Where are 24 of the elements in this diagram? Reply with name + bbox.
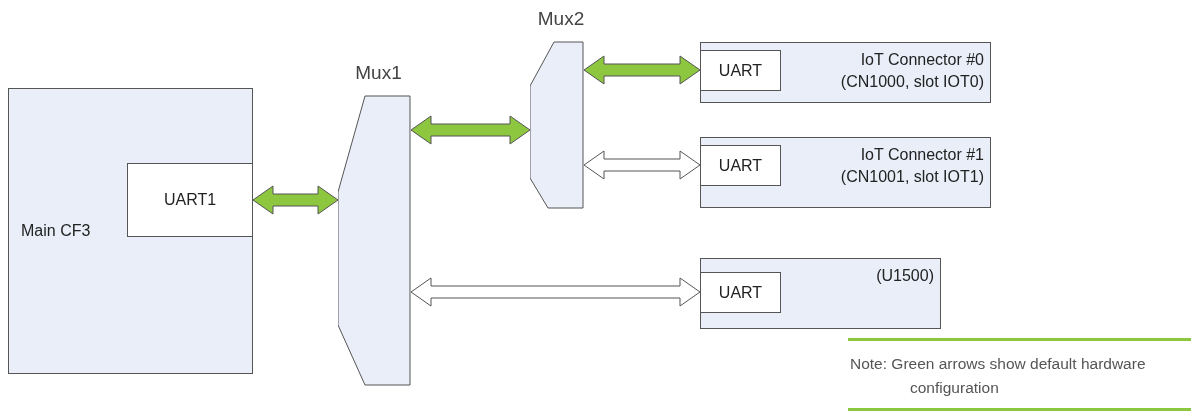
uart-box <box>700 272 781 313</box>
uart-box <box>127 163 253 237</box>
module-label: IoT Connector #0 (CN1000, slot IOT0) <box>839 50 984 92</box>
uart-box <box>700 145 781 186</box>
double-arrow <box>410 277 701 307</box>
uart-box <box>700 50 781 91</box>
interface-label: UART <box>717 283 764 302</box>
double-arrow <box>583 150 701 180</box>
module-label: IoT Connector #1 (CN1001, slot IOT1) <box>839 145 984 187</box>
module-box <box>700 258 941 329</box>
module-label: (U1500) <box>875 266 934 286</box>
module-label: Main CF3 <box>21 222 91 240</box>
interface-label: UART <box>717 61 764 80</box>
mux-label: Mux2 <box>536 8 586 30</box>
interface-label: UART <box>717 156 764 175</box>
double-arrow <box>583 55 701 85</box>
module-box <box>700 42 991 103</box>
double-arrow <box>252 185 339 215</box>
mux-label: Mux1 <box>354 62 403 84</box>
double-arrow <box>410 115 531 145</box>
interface-label: UART1 <box>162 191 218 209</box>
module-box <box>700 137 991 208</box>
module-box <box>8 88 253 374</box>
note-text: Note: Green arrows show default hardware configuration <box>850 354 1147 398</box>
